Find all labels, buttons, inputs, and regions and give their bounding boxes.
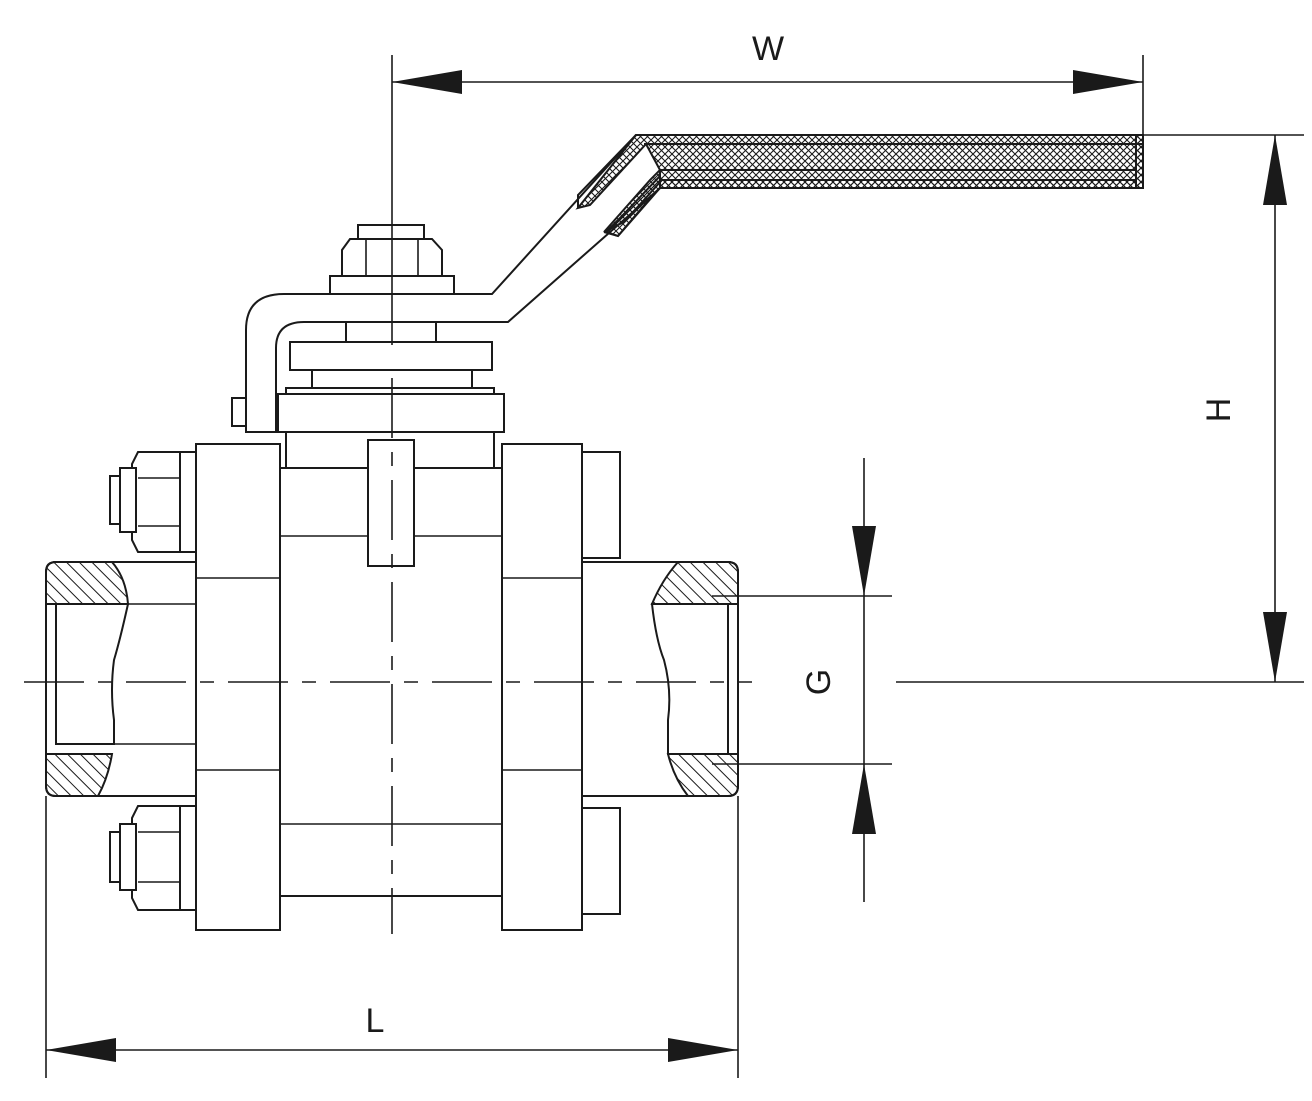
- dimension-l-label: L: [366, 1002, 385, 1040]
- dimension-l: L: [45, 796, 739, 1078]
- center-lines: [24, 55, 752, 934]
- bolts-lower: [109, 805, 621, 915]
- dimension-h: H: [896, 134, 1304, 683]
- dimension-w: W: [392, 30, 1144, 135]
- bolts-upper: [109, 451, 621, 559]
- dimension-g-label: G: [800, 669, 838, 695]
- dimension-h-label: H: [1200, 398, 1238, 423]
- dimension-g: G: [712, 458, 892, 902]
- dimension-w-label: W: [752, 30, 784, 68]
